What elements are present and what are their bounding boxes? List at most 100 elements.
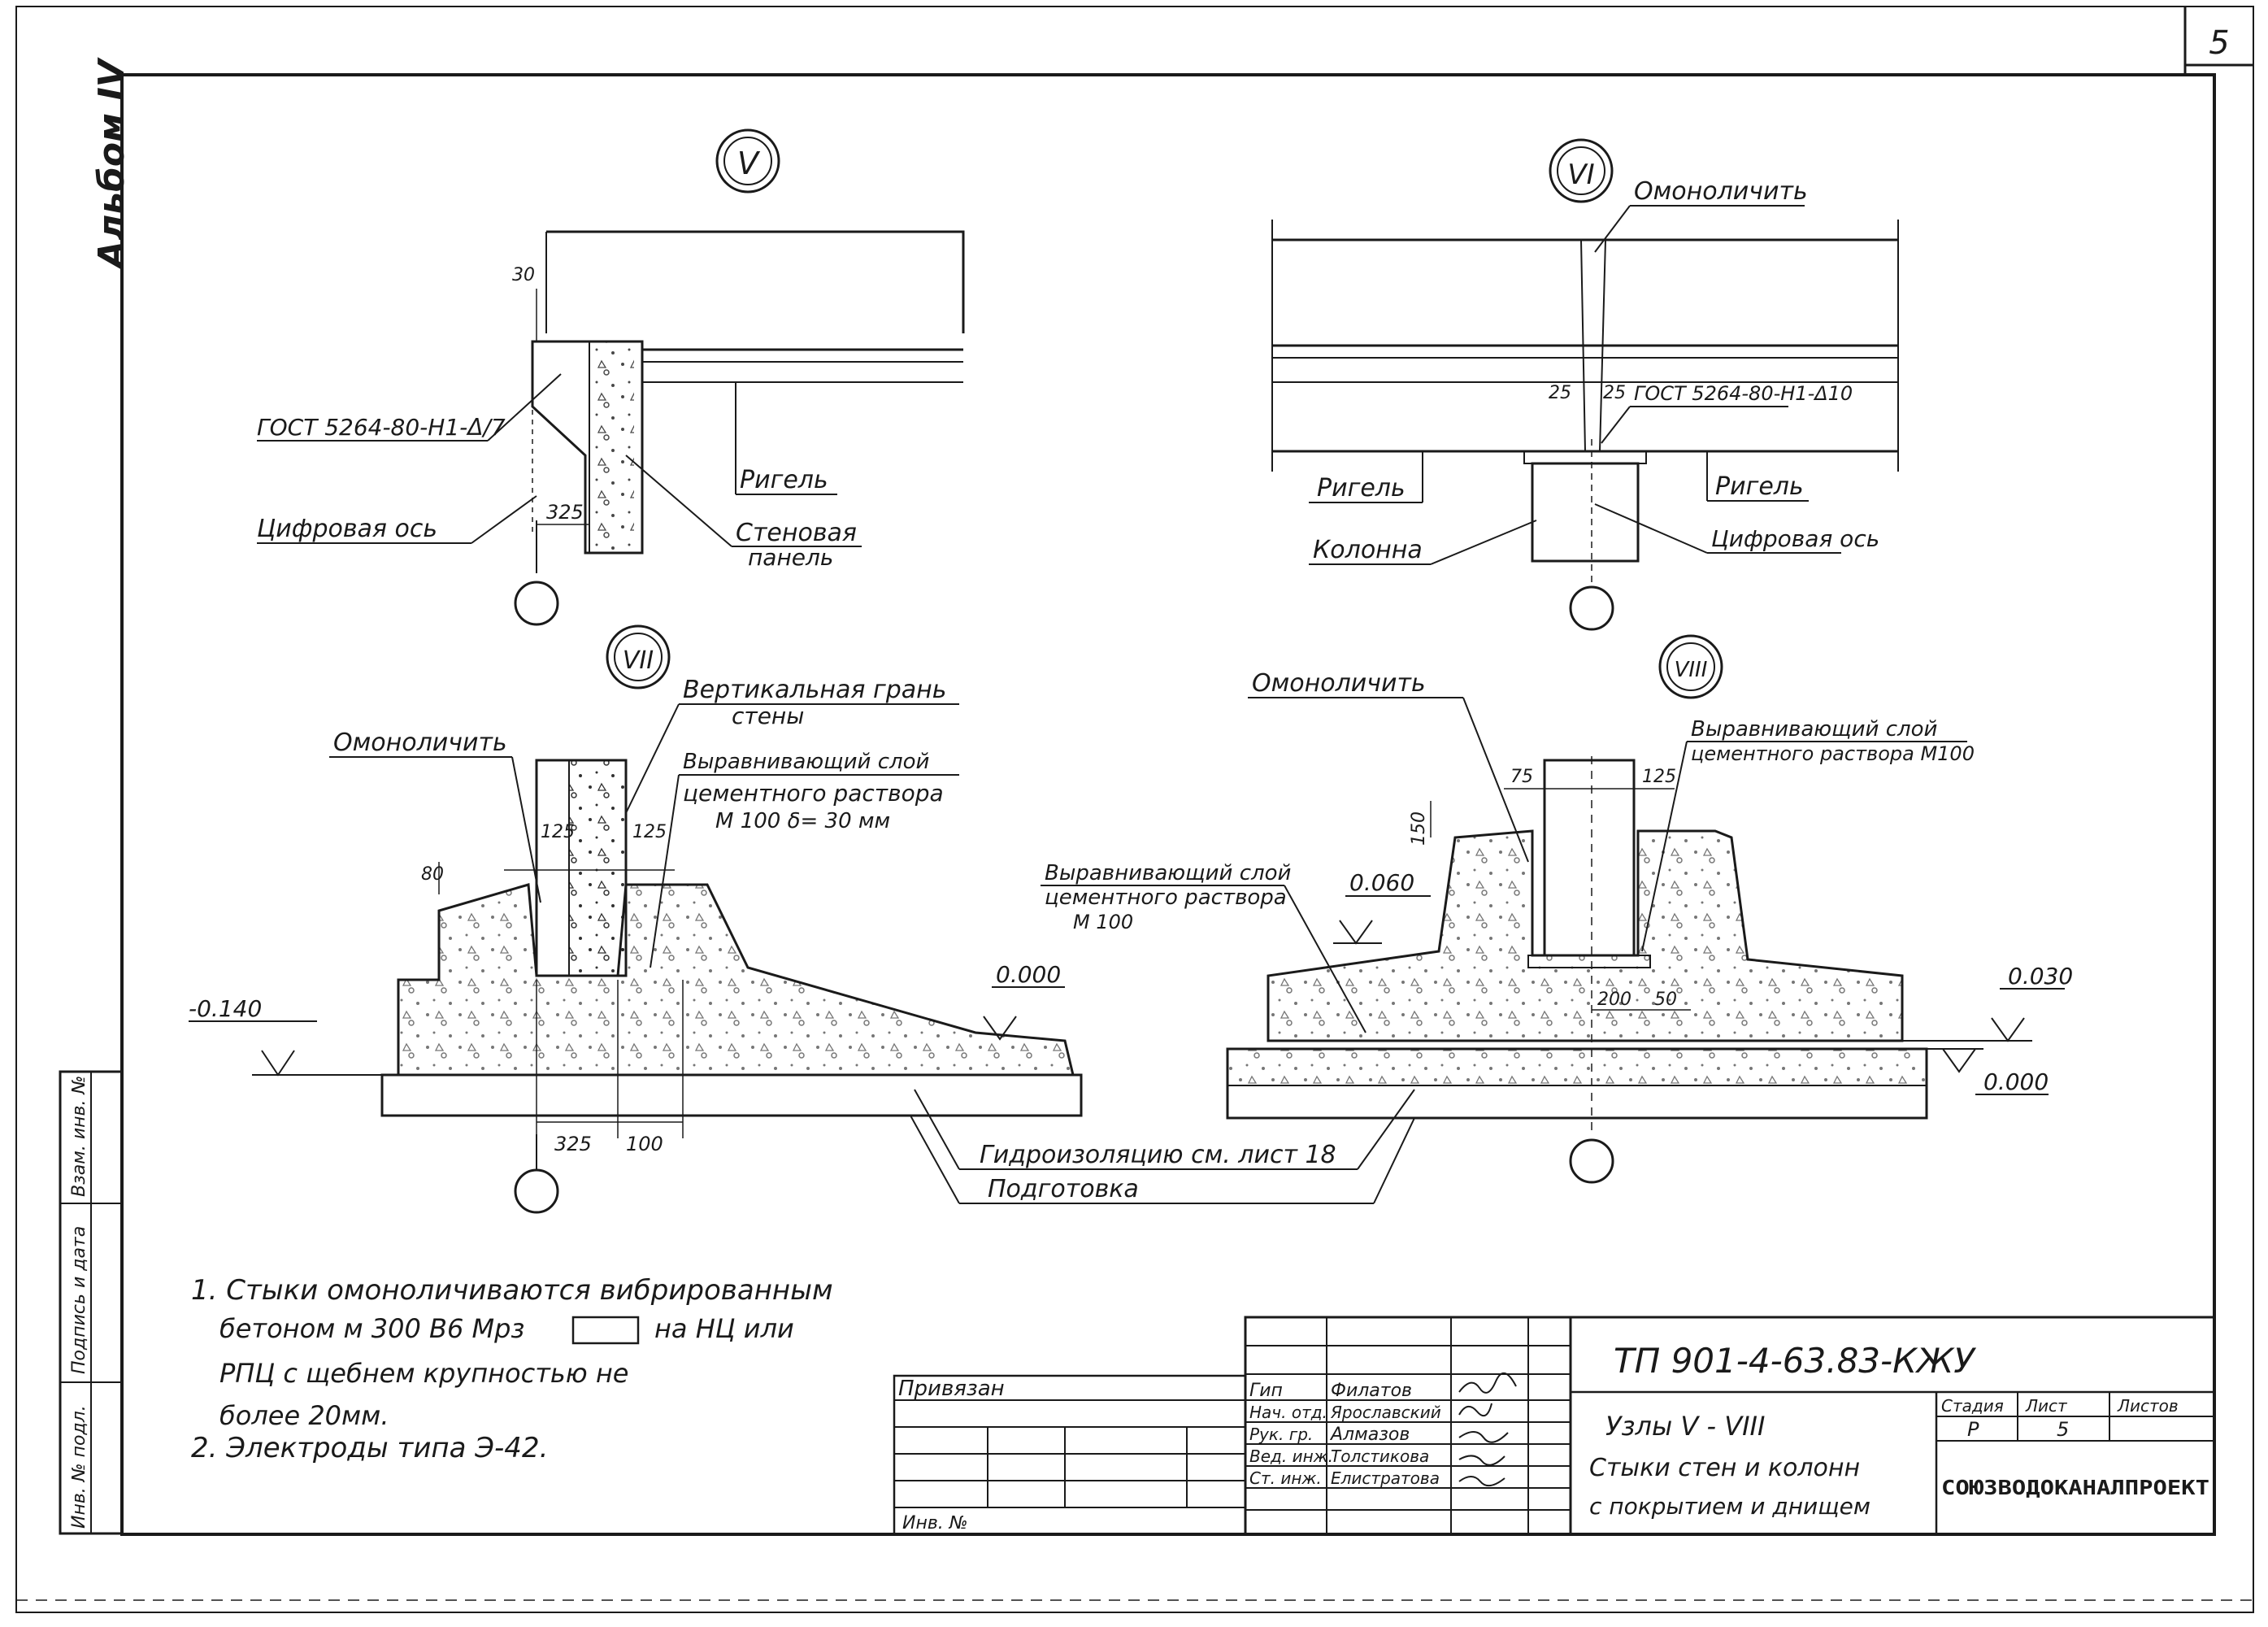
- title-line-3: с покрытием и днищем: [1589, 1493, 1870, 1520]
- node-viii-leveling-left-line3: М 100: [1073, 911, 1133, 933]
- node-v-marker: [715, 128, 780, 194]
- node-viii-monolith: Омоноличить: [1252, 669, 1426, 698]
- note-line-3: РПЦ с щебнем крупностью не: [219, 1358, 628, 1389]
- node-viii-axis-circle: [1569, 1138, 1614, 1184]
- sheet-header: Лист: [2025, 1396, 2068, 1416]
- signature-scribble: [1458, 1373, 1517, 1487]
- node-vii-level-right: 0.000: [996, 961, 1061, 988]
- node-vii: VII 125 125 80 325 100 -0.140 0.000: [189, 624, 1083, 1214]
- node-vi-marker-label: VI: [1567, 159, 1594, 191]
- stage-value: Р: [1967, 1418, 1979, 1441]
- node-vi-dim-25a: 25: [1549, 383, 1571, 403]
- note-line-4: более 20мм.: [219, 1400, 389, 1431]
- node-v-marker-label: V: [737, 146, 761, 181]
- node-viii-dim-150: 150: [1409, 811, 1429, 846]
- node-vii-monolith: Омоноличить: [333, 729, 507, 757]
- side-label-vzam: Взам. инв. №: [69, 1076, 89, 1197]
- node-viii-leveling-left-line2: цементного раствора: [1045, 885, 1287, 910]
- node-vii-axis-circle: [514, 1168, 559, 1214]
- node-viii-dim-50: 50: [1654, 990, 1677, 1010]
- node-vi-axis-label: Цифровая ось: [1711, 525, 1879, 552]
- node-vii-dim-125a: 125: [541, 822, 575, 842]
- inv-no-label: Инв. №: [902, 1513, 968, 1533]
- note-line-2b: на НЦ или: [654, 1313, 794, 1344]
- sig-name-0: Филатов: [1331, 1381, 1412, 1401]
- node-vii-vertical-line2: стены: [732, 703, 804, 729]
- album-label: Альбом IV: [91, 57, 133, 271]
- node-viii-marker-label: VIII: [1675, 658, 1708, 682]
- node-vi-axis-circle: [1569, 585, 1614, 631]
- node-v-axis-circle: [514, 581, 559, 626]
- node-v-panel-line1: Стеновая: [736, 519, 857, 547]
- sheet-value: 5: [2057, 1418, 2069, 1441]
- node-vii-vertical-line1: Вертикальная грань: [683, 676, 946, 704]
- side-label-sign: Подпись и дата: [69, 1226, 89, 1374]
- node-viii-level-right-top: 0.030: [2008, 963, 2073, 990]
- sig-role-0: Гип: [1249, 1381, 1283, 1401]
- column: [1531, 462, 1640, 563]
- node-viii-leveling-top-line1: Выравнивающий слой: [1691, 717, 1937, 742]
- org-name: СОЮЗВОДОКАНАЛПРОЕКТ: [1941, 1476, 2209, 1499]
- node-vii-dim-125b: 125: [632, 822, 667, 842]
- node-v-dim-30: 30: [512, 265, 535, 285]
- sig-role-2: Рук. гр.: [1249, 1425, 1313, 1444]
- node-viii-dim-75: 75: [1510, 767, 1533, 787]
- preparation-label: Подготовка: [988, 1175, 1139, 1203]
- note-line-5: 2. Электроды типа Э-42.: [191, 1432, 548, 1464]
- wall-panel: [531, 340, 644, 555]
- sig-name-3: Толстикова: [1331, 1446, 1429, 1466]
- waterproofing-label: Гидроизоляцию см. лист 18: [980, 1141, 1336, 1169]
- node-v-dim-325: 325: [546, 501, 584, 524]
- doc-code: ТП 901-4-63.83-КЖУ: [1614, 1341, 1976, 1381]
- node-vii-leveling-line1: Выравнивающий слой: [683, 750, 929, 774]
- node-vii-leveling-line2: цементного раствора: [683, 780, 944, 807]
- notes: 1. Стыки омоноличиваются вибрированным б…: [191, 1274, 833, 1464]
- note-line-1: 1. Стыки омоноличиваются вибрированным: [191, 1274, 833, 1307]
- title-line-2: Стыки стен и колонн: [1589, 1454, 1860, 1482]
- node-vi-dim-25b: 25: [1603, 383, 1626, 403]
- node-vii-dim-325: 325: [554, 1133, 592, 1155]
- node-viii-dim-125: 125: [1642, 767, 1676, 787]
- node-vi-column-label: Колонна: [1313, 536, 1423, 564]
- node-viii-level-right-bottom: 0.000: [1983, 1068, 2049, 1095]
- sheets-header: Листов: [2117, 1396, 2179, 1416]
- node-viii-leveling-top-line2: цементного раствора М100: [1691, 742, 1975, 765]
- note-blank-box: [571, 1316, 640, 1345]
- node-vii-leveling-line3: М 100 δ= 30 мм: [715, 809, 890, 833]
- sig-role-4: Ст. инж.: [1249, 1468, 1322, 1488]
- node-vi-gost: ГОСТ 5264-80-Н1-Δ10: [1634, 382, 1853, 405]
- title-block: Привязан Инв. № Гип Филатов Нач. отд. Яр…: [893, 1316, 2216, 1536]
- node-vii-level-left: -0.140: [189, 995, 262, 1022]
- node-viii-level-left: 0.060: [1349, 869, 1414, 896]
- node-v-rigel: Ригель: [740, 466, 828, 494]
- sig-role-3: Вед. инж.: [1249, 1446, 1333, 1466]
- preparation-slab: [380, 1073, 1083, 1117]
- node-viii: VIII 75 125 150 200 50 0.060 0.030 0.000: [1041, 634, 2073, 1184]
- sig-role-1: Нач. отд.: [1249, 1403, 1327, 1422]
- column-viii: [1543, 759, 1636, 957]
- node-viii-dim-200: 200: [1597, 990, 1631, 1010]
- sig-name-4: Елистратова: [1331, 1468, 1440, 1488]
- sig-name-2: Алмазов: [1329, 1425, 1410, 1445]
- node-vi: VI Омоноличить 25 25 ГОСТ 5264-80-Н1-Δ10…: [1271, 138, 1899, 631]
- node-v-gost: ГОСТ 5264-80-Н1-Δ/7: [257, 414, 506, 441]
- outer-frame: [15, 6, 2254, 1613]
- node-vii-dim-100: 100: [626, 1133, 663, 1155]
- node-vii-marker: [606, 624, 671, 690]
- node-v-panel-line2: панель: [748, 544, 833, 571]
- node-viii-leveling-left-line1: Выравнивающий слой: [1045, 861, 1291, 885]
- node-vi-marker: [1549, 138, 1614, 203]
- side-label-inv: Инв. № подл.: [69, 1405, 89, 1529]
- node-vi-monolith: Омоноличить: [1634, 177, 1808, 206]
- shared-callouts: Гидроизоляцию см. лист 18 Подготовка: [910, 1089, 1415, 1204]
- node-vii-marker-label: VII: [623, 646, 654, 675]
- note-line-2a: бетоном м 300 В6 Мрз: [219, 1313, 524, 1344]
- node-vii-dim-80: 80: [421, 864, 444, 885]
- privyazan-label: Привязан: [898, 1377, 1005, 1401]
- stage-header: Стадия: [1941, 1396, 2004, 1416]
- node-v: V 30 325 ГОСТ 5264-80-Н1-Δ/7 Цифровая ос…: [257, 128, 965, 626]
- node-vi-rigel-left: Ригель: [1317, 474, 1406, 502]
- title-line-1: Узлы V - VIII: [1605, 1411, 1765, 1442]
- sheet-number: 5: [2209, 24, 2229, 62]
